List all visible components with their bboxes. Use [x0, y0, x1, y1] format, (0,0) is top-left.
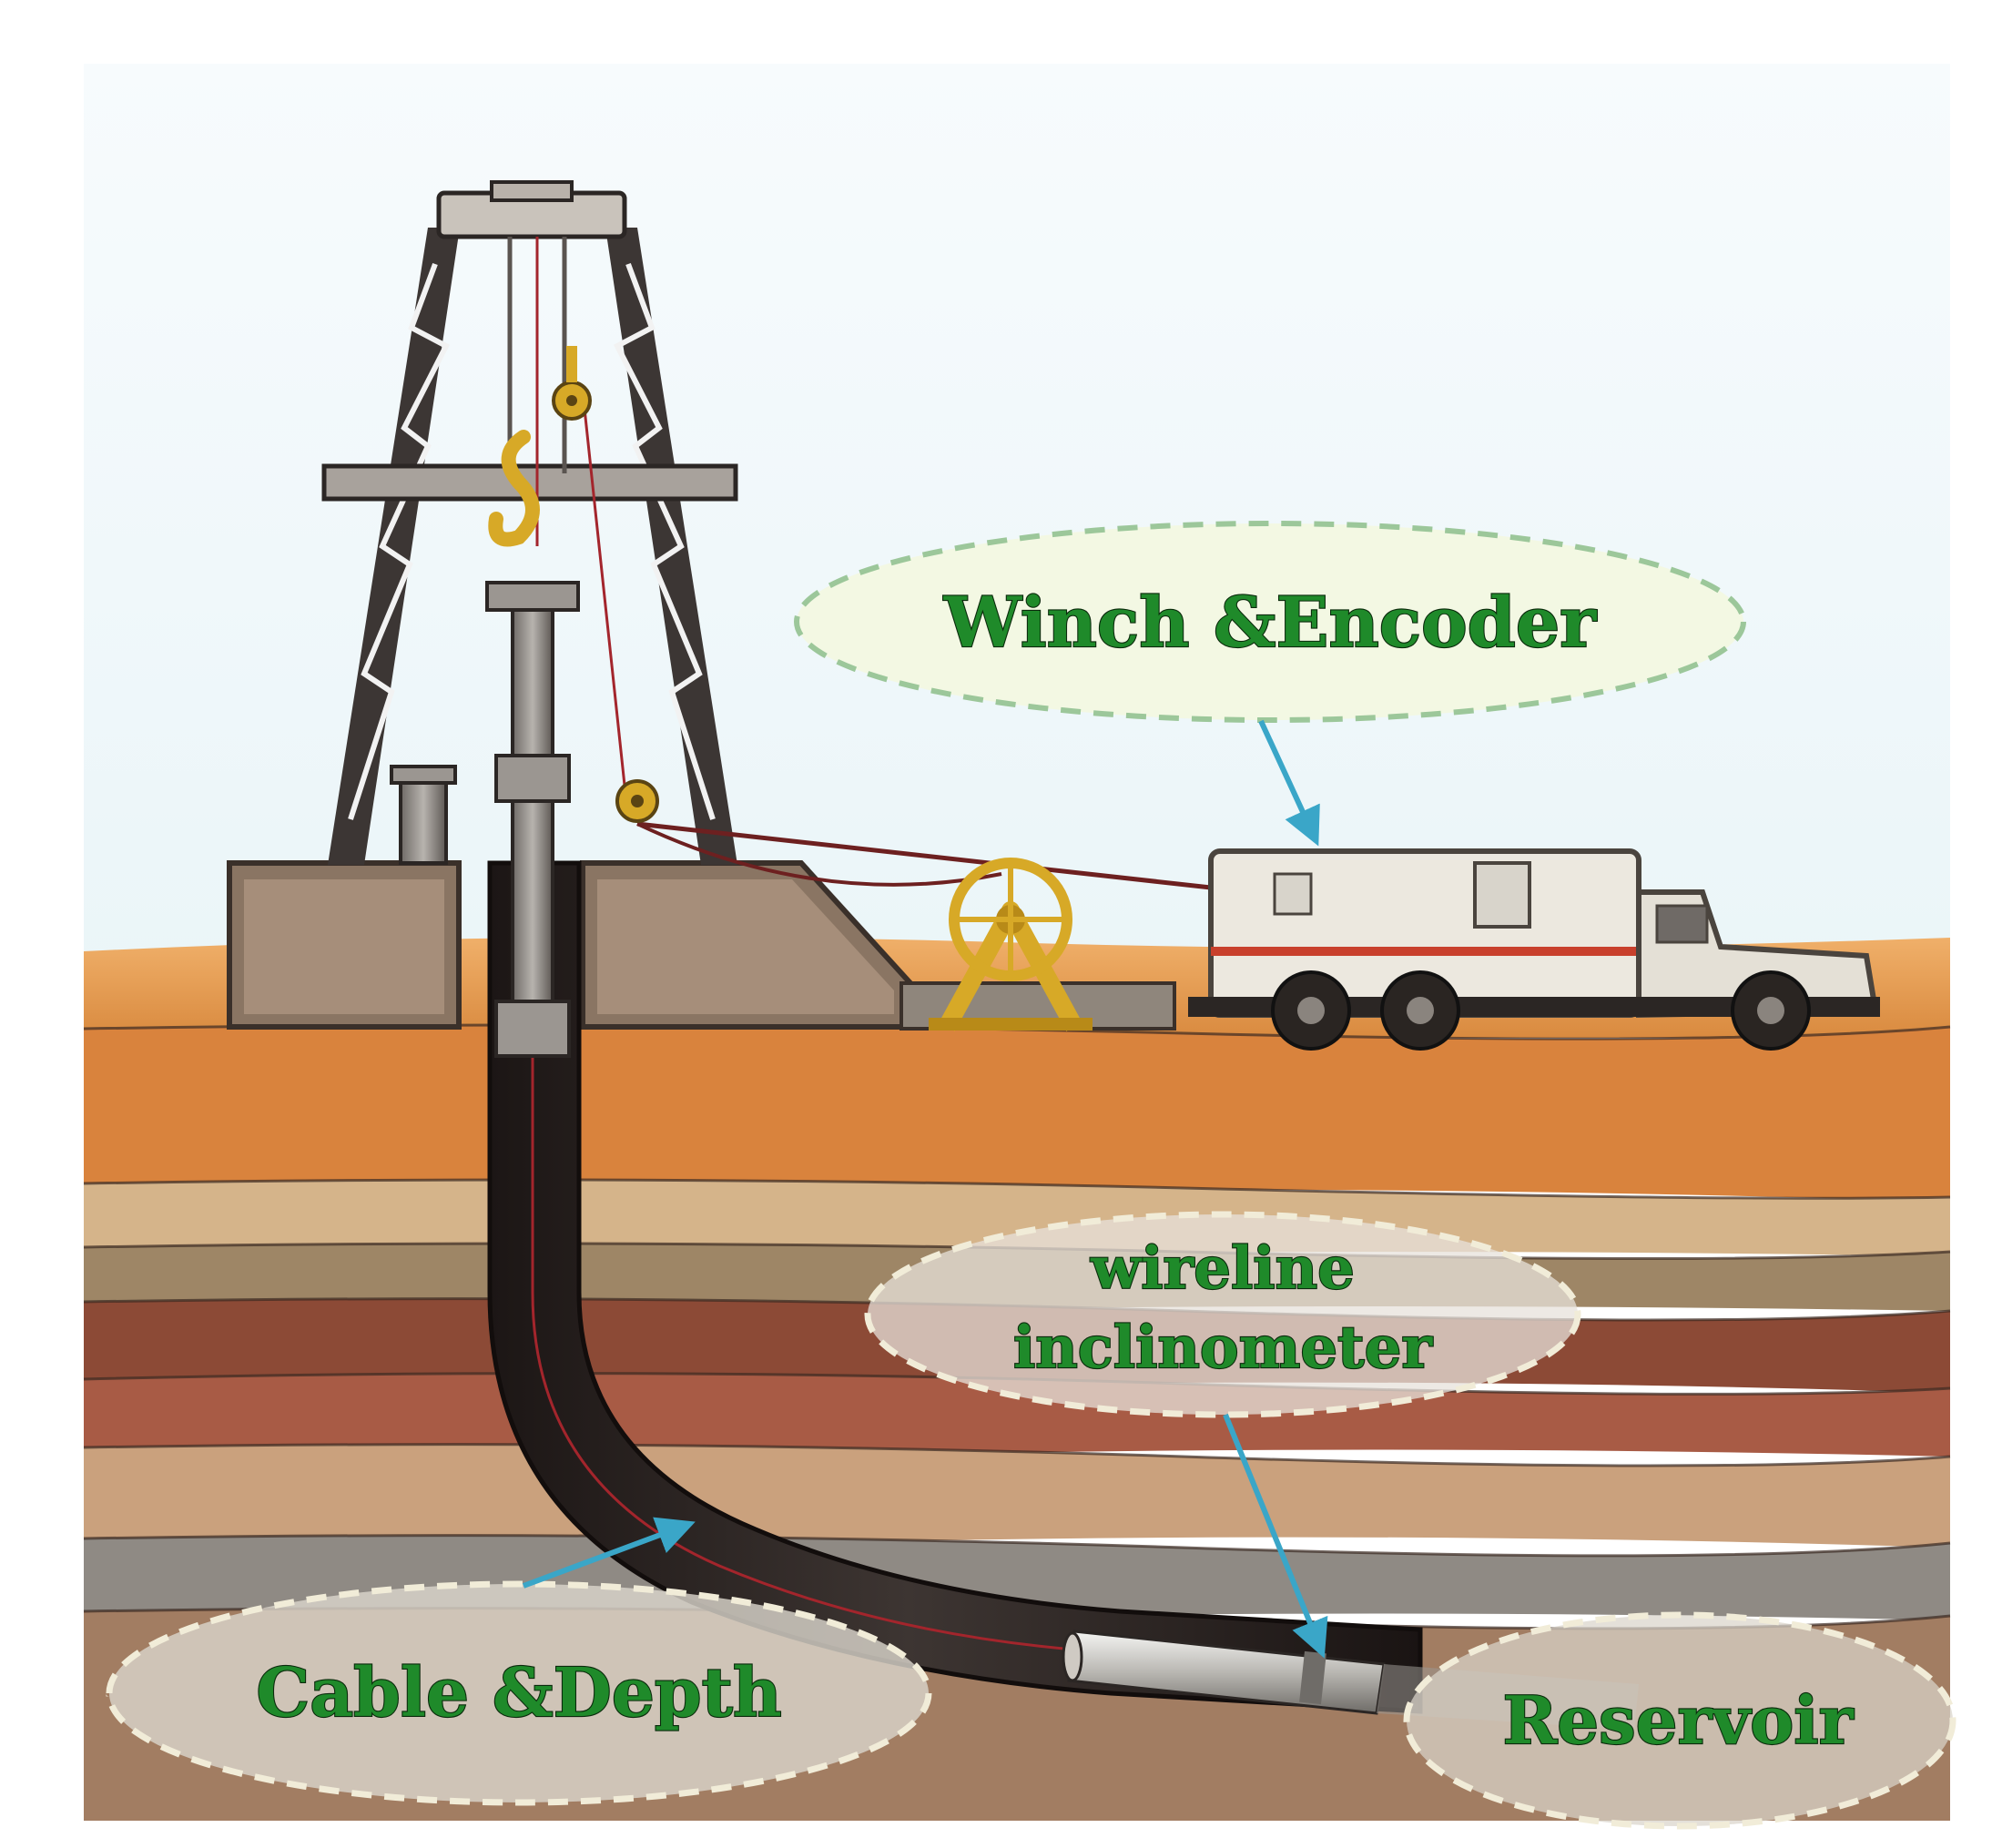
logging-truck-icon — [1188, 848, 1880, 1051]
reservoir-label: Reservoir — [1502, 1681, 1854, 1759]
callout-arrows — [522, 719, 1328, 1659]
winch-encoder-label: Winch &Encoder — [943, 582, 1597, 663]
callout-cable-depth — [106, 1580, 932, 1806]
wireline-label-line1: wireline — [1090, 1234, 1355, 1303]
callout-wireline-inclinometer — [864, 1211, 1581, 1418]
rig-substructure — [227, 765, 1176, 1031]
callout-reservoir — [1403, 1611, 1956, 1830]
wireline-label-line2: inclinometer — [1013, 1314, 1433, 1382]
cable-winch-icon — [929, 858, 1093, 1031]
cable-depth-label: Cable &Depth — [256, 1654, 781, 1732]
cable-line — [531, 1047, 1330, 1668]
sheave-pulley-icon — [615, 779, 659, 823]
oil-derrick-icon — [321, 180, 1212, 890]
arrow-winch-encoder — [1258, 719, 1320, 847]
arrow-wireline-inclinometer — [1223, 1413, 1328, 1659]
kelly-pipe — [485, 430, 580, 1058]
crown-pulley-icon — [552, 346, 592, 421]
callout-winch-encoder — [794, 521, 1746, 723]
arrow-cable-depth — [522, 1517, 696, 1589]
